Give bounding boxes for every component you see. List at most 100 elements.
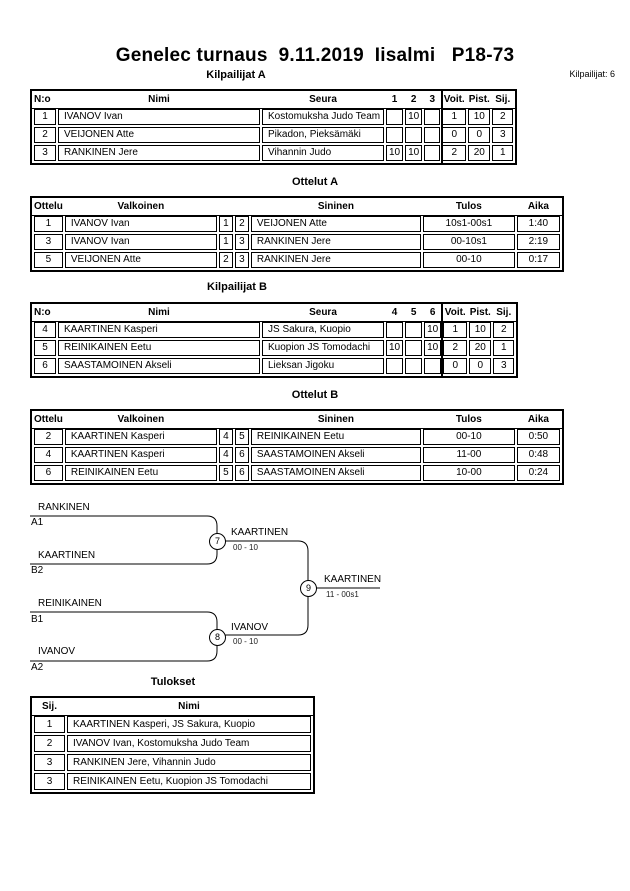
bracket-winner-name: KAARTINEN xyxy=(324,574,382,585)
header-underline xyxy=(32,715,313,716)
section-title-kilpailijat-a: Kilpailijat A xyxy=(206,69,266,81)
table-row: 2 IVANOV Ivan, Kostomuksha Judo Team xyxy=(34,735,311,752)
cell-bno: 6 xyxy=(234,447,249,463)
kilpailijat-a-table: N:o Nimi Seura 1 2 3 Voit. Pist. Sij. 1 … xyxy=(30,89,518,165)
header-underline xyxy=(32,428,562,429)
col-5: 5 xyxy=(410,307,417,318)
col-seura: Seura xyxy=(309,94,337,105)
cell-voit: 0 xyxy=(442,127,467,143)
cell-score-3 xyxy=(424,127,441,143)
cell-score-6 xyxy=(424,358,442,374)
cell-nimi: VEIJONEN Atte xyxy=(58,127,260,143)
col-nimi: Nimi xyxy=(148,94,170,105)
cell-valkoinen: IVANOV Ivan xyxy=(64,216,217,232)
cell-wno: 4 xyxy=(218,429,233,445)
tulokset-table: Sij. Nimi 1 KAARTINEN Kasperi, JS Sakura… xyxy=(30,696,315,794)
cell-ottelu: 3 xyxy=(34,234,63,250)
cell-nimi: IVANOV Ivan, Kostomuksha Judo Team xyxy=(67,735,311,752)
cell-aika: 0:48 xyxy=(516,447,560,463)
table-row: 6 SAASTAMOINEN Akseli Lieksan Jigoku 0 0… xyxy=(34,358,515,374)
cell-sij: 3 xyxy=(34,773,65,790)
cell-valkoinen: REINIKAINEN Eetu xyxy=(64,465,217,481)
cell-sij: 1 xyxy=(34,716,65,733)
cell-seura: Kostomuksha Judo Team xyxy=(262,109,384,125)
col-valkoinen: Valkoinen xyxy=(117,201,165,212)
cell-aika: 1:40 xyxy=(516,216,560,232)
cell-sij: 2 xyxy=(34,735,65,752)
cell-seura: JS Sakura, Kuopio xyxy=(262,322,384,338)
cell-no: 1 xyxy=(34,109,56,125)
cell-score-4 xyxy=(386,322,404,338)
cell-score-5 xyxy=(405,322,423,338)
table-row: 3 IVANOV Ivan 1 3 RANKINEN Jere 00-10s1 … xyxy=(34,234,560,250)
col-sij: Sij. xyxy=(496,307,512,318)
cell-bno: 5 xyxy=(234,429,249,445)
bracket-winner-name: IVANOV xyxy=(231,622,269,633)
thick-column-divider xyxy=(441,91,443,163)
section-title-ottelut-b: Ottelut B xyxy=(291,389,339,401)
cell-valkoinen: VEIJONEN Atte xyxy=(64,252,217,268)
bracket-slot-name: RANKINEN xyxy=(38,502,90,513)
cell-sij: 2 xyxy=(493,322,515,338)
cell-wno: 1 xyxy=(218,234,233,250)
cell-no: 4 xyxy=(34,322,56,338)
bracket-slot-seed: A2 xyxy=(31,662,44,673)
competitors-count: Kilpailijat: 6 xyxy=(569,69,615,79)
table-row: 3 REINIKAINEN Eetu, Kuopion JS Tomodachi xyxy=(34,773,311,790)
cell-nimi: RANKINEN Jere xyxy=(58,145,260,161)
cell-pist: 0 xyxy=(469,358,492,374)
section-title-kilpailijat-b: Kilpailijat B xyxy=(207,281,267,293)
cell-nimi: REINIKAINEN Eetu, Kuopion JS Tomodachi xyxy=(67,773,311,790)
cell-bno: 2 xyxy=(234,216,249,232)
cell-voit: 1 xyxy=(442,109,467,125)
table-row: 1 IVANOV Ivan 1 2 VEIJONEN Atte 10s1-00s… xyxy=(34,216,560,232)
col-aika: Aika xyxy=(527,201,549,212)
bracket-slot-name: REINIKAINEN xyxy=(38,598,102,609)
cell-nimi: RANKINEN Jere, Vihannin Judo xyxy=(67,754,311,771)
kilpailijat-b-table: N:o Nimi Seura 4 5 6 Voit. Pist. Sij. 4 … xyxy=(30,302,519,378)
table-row: 2 VEIJONEN Atte Pikadon, Pieksämäki 0 0 … xyxy=(34,127,514,143)
cell-pist: 0 xyxy=(468,127,491,143)
match-number-badge: 7 xyxy=(209,533,226,550)
cell-nimi: KAARTINEN Kasperi xyxy=(58,322,260,338)
table-row: 3 RANKINEN Jere Vihannin Judo 10 10 2 20… xyxy=(34,145,514,161)
cell-voit: 0 xyxy=(443,358,468,374)
col-wno xyxy=(219,200,233,214)
cell-score-5 xyxy=(405,340,423,356)
cell-nimi: REINIKAINEN Eetu xyxy=(58,340,260,356)
table-header-row: N:o Nimi Seura 1 2 3 Voit. Pist. Sij. xyxy=(34,93,513,107)
col-6: 6 xyxy=(429,307,436,318)
cell-wno: 2 xyxy=(218,252,233,268)
bracket-slot-seed: B2 xyxy=(31,565,44,576)
table-header-row: Sij. Nimi xyxy=(34,700,311,714)
table-header-row: Ottelu Valkoinen Sininen Tulos Aika xyxy=(34,413,560,427)
cell-sij: 1 xyxy=(492,145,514,161)
col-ottelu: Ottelu xyxy=(34,414,63,425)
col-voit: Voit. xyxy=(443,94,465,105)
cell-no: 6 xyxy=(34,358,56,374)
cell-seura: Vihannin Judo xyxy=(262,145,384,161)
table-header-row: N:o Nimi Seura 4 5 6 Voit. Pist. Sij. xyxy=(34,306,514,320)
bracket-slot-name: KAARTINEN xyxy=(38,550,96,561)
cell-ottelu: 1 xyxy=(34,216,63,232)
col-seura: Seura xyxy=(309,307,337,318)
section-title-tulokset: Tulokset xyxy=(150,676,196,688)
bracket-slot-seed: B1 xyxy=(31,614,44,625)
col-sij: Sij. xyxy=(41,701,57,712)
table-row: 5 REINIKAINEN Eetu Kuopion JS Tomodachi … xyxy=(34,340,515,356)
cell-tulos: 00-10 xyxy=(422,429,515,445)
cell-wno: 5 xyxy=(218,465,233,481)
cell-tulos: 00-10s1 xyxy=(422,234,515,250)
col-bno xyxy=(235,200,249,214)
cell-score-5 xyxy=(405,358,423,374)
cell-wno: 1 xyxy=(218,216,233,232)
bracket-slot-seed: A1 xyxy=(31,517,44,528)
table-row: 6 REINIKAINEN Eetu 5 6 SAASTAMOINEN Akse… xyxy=(34,465,560,481)
cell-ottelu: 2 xyxy=(34,429,63,445)
col-sininen: Sininen xyxy=(317,201,354,212)
cell-no: 5 xyxy=(34,340,56,356)
col-aika: Aika xyxy=(527,414,549,425)
cell-voit: 2 xyxy=(443,340,468,356)
cell-score-6: 10 xyxy=(424,322,442,338)
col-tulos: Tulos xyxy=(455,201,482,212)
